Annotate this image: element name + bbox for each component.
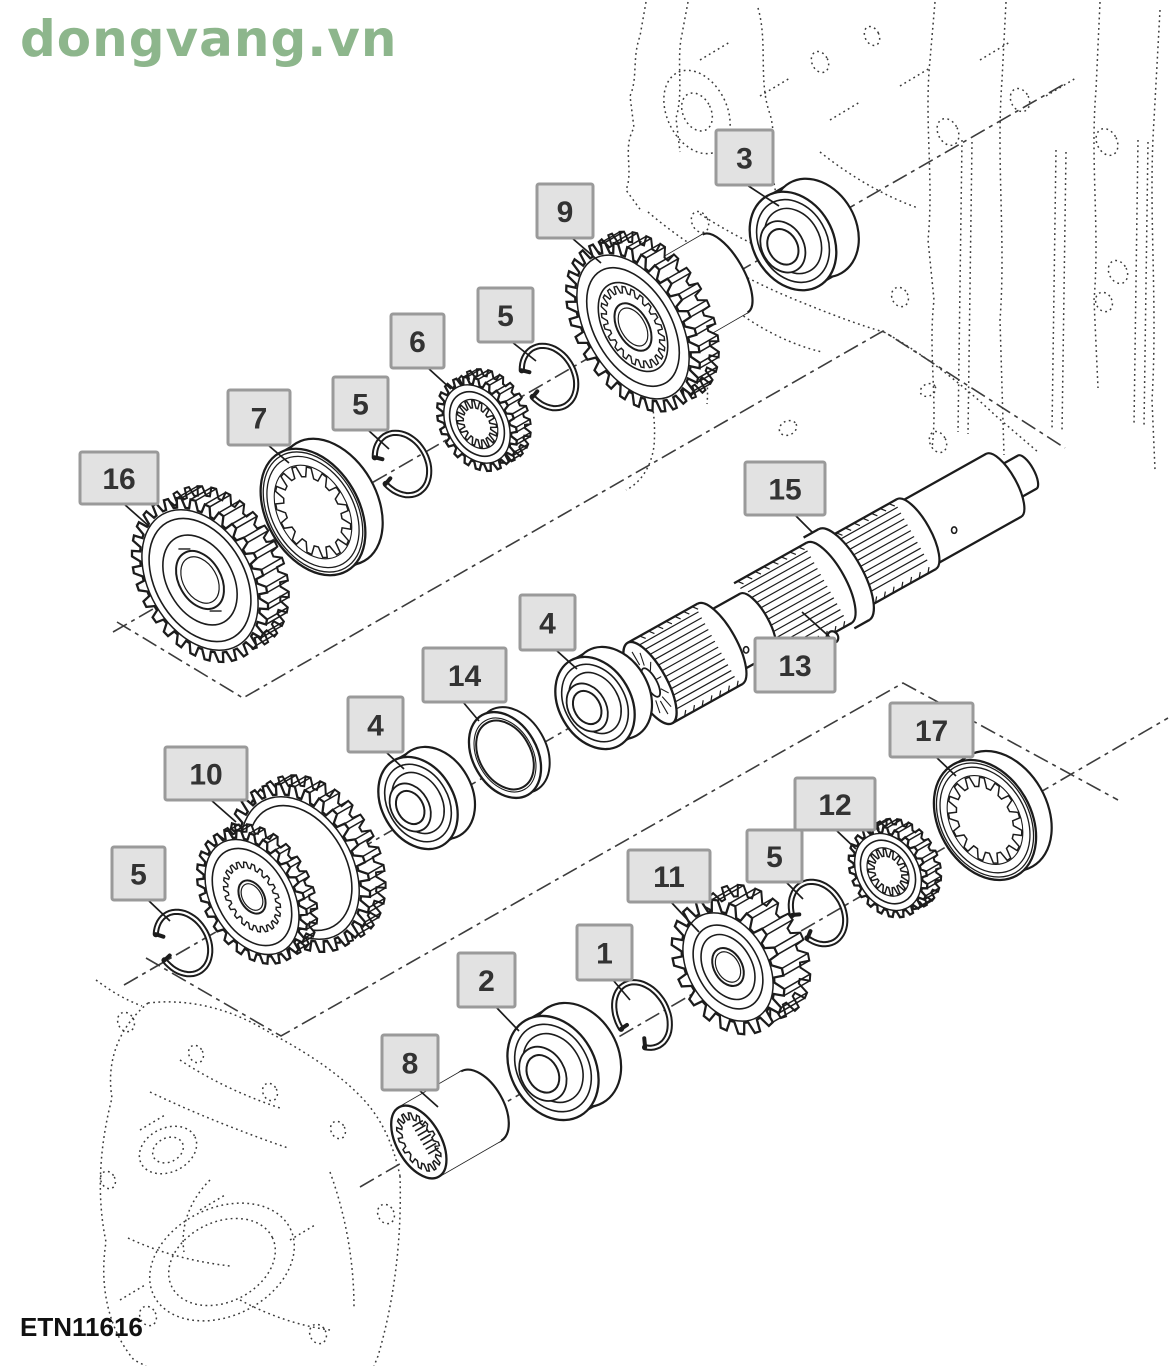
watermark: dongvang.vn <box>20 10 398 68</box>
label-5d-number: 5 <box>766 841 783 874</box>
upper-boundary <box>116 330 1066 699</box>
label-12: 12 <box>793 776 877 850</box>
label-13: 13 <box>753 611 837 694</box>
label-7: 7 <box>226 388 292 464</box>
hub-6-splines <box>455 398 499 450</box>
label-3: 3 <box>714 128 780 207</box>
synchro-17 <box>932 749 1053 882</box>
synchro-7 <box>259 437 384 577</box>
label-5d: 5 <box>745 828 804 900</box>
lower-boundary <box>145 682 1119 1037</box>
label-15-number: 15 <box>768 474 801 507</box>
label-8: 8 <box>380 1033 440 1108</box>
label-1-number: 1 <box>596 938 613 971</box>
label-11-box <box>626 848 712 904</box>
label-4l-box <box>346 695 405 754</box>
bearing-2 <box>506 1001 623 1122</box>
snapring-1 <box>611 979 673 1051</box>
label-17-number: 17 <box>915 715 948 748</box>
label-3-number: 3 <box>736 143 753 176</box>
label-6-box <box>389 312 446 370</box>
label-5c-box <box>110 845 167 902</box>
gear-10-front <box>195 823 319 966</box>
label-16-number: 16 <box>102 463 135 496</box>
label-14-number: 14 <box>448 660 482 693</box>
gear-16 <box>130 485 290 664</box>
label-3-box <box>714 128 775 187</box>
label-4l-number: 4 <box>367 710 384 743</box>
label-6: 6 <box>389 312 452 390</box>
label-17: 17 <box>888 701 975 777</box>
gear-9 <box>565 230 720 413</box>
label-5a-box <box>476 286 535 344</box>
label-12-number: 12 <box>818 789 851 822</box>
snapring-5d <box>787 878 849 948</box>
label-5a: 5 <box>476 286 537 362</box>
label-1: 1 <box>575 923 634 1001</box>
label-2-number: 2 <box>478 965 495 998</box>
label-11: 11 <box>626 848 712 933</box>
label-4r-box <box>518 593 577 652</box>
bearing-3 <box>748 177 860 292</box>
seal-14 <box>467 706 551 800</box>
label-14: 14 <box>421 646 508 722</box>
label-5a-number: 5 <box>497 300 514 333</box>
label-8-box <box>380 1033 440 1092</box>
label-4r-number: 4 <box>539 608 556 641</box>
snapring-5c <box>152 908 214 978</box>
hub-12-splines <box>866 847 910 897</box>
shaft-15 <box>622 452 1040 726</box>
label-5b: 5 <box>331 375 390 450</box>
label-16: 16 <box>78 450 160 528</box>
label-11-number: 11 <box>653 861 685 894</box>
label-5d-box <box>745 828 804 884</box>
label-5b-box <box>331 375 390 432</box>
label-4l: 4 <box>346 695 405 770</box>
label-2: 2 <box>456 951 520 1032</box>
label-5b-number: 5 <box>352 389 369 422</box>
label-8-number: 8 <box>402 1048 419 1081</box>
label-7-number: 7 <box>251 403 268 436</box>
label-9: 9 <box>535 182 602 264</box>
snapring-5b <box>518 342 580 412</box>
label-13-box <box>753 636 837 694</box>
bearing-4b <box>554 645 654 751</box>
label-10-number: 10 <box>189 759 222 792</box>
bushing-8 <box>390 1068 510 1180</box>
label-15-box <box>743 460 827 517</box>
label-17-box <box>888 701 975 759</box>
figure-code: ETN11616 <box>20 1312 143 1342</box>
label-10-box <box>163 745 249 802</box>
label-5c-number: 5 <box>130 859 147 892</box>
bearing-4a <box>377 745 477 851</box>
snapring-5a <box>371 429 433 499</box>
label-1-box <box>575 923 634 982</box>
label-2-box <box>456 951 517 1009</box>
label-14-box <box>421 646 508 704</box>
label-10: 10 <box>163 745 249 823</box>
label-6-number: 6 <box>409 326 426 359</box>
label-9-number: 9 <box>557 196 574 229</box>
housing-bottom-left <box>95 979 402 1366</box>
label-5c: 5 <box>110 845 171 922</box>
label-9-box <box>535 182 595 240</box>
label-12-box <box>793 776 877 832</box>
label-13-number: 13 <box>778 650 811 683</box>
label-16-box <box>78 450 160 506</box>
label-7-box <box>226 388 292 447</box>
label-15: 15 <box>743 460 827 533</box>
gear-11 <box>670 883 812 1036</box>
label-4r: 4 <box>518 593 578 670</box>
